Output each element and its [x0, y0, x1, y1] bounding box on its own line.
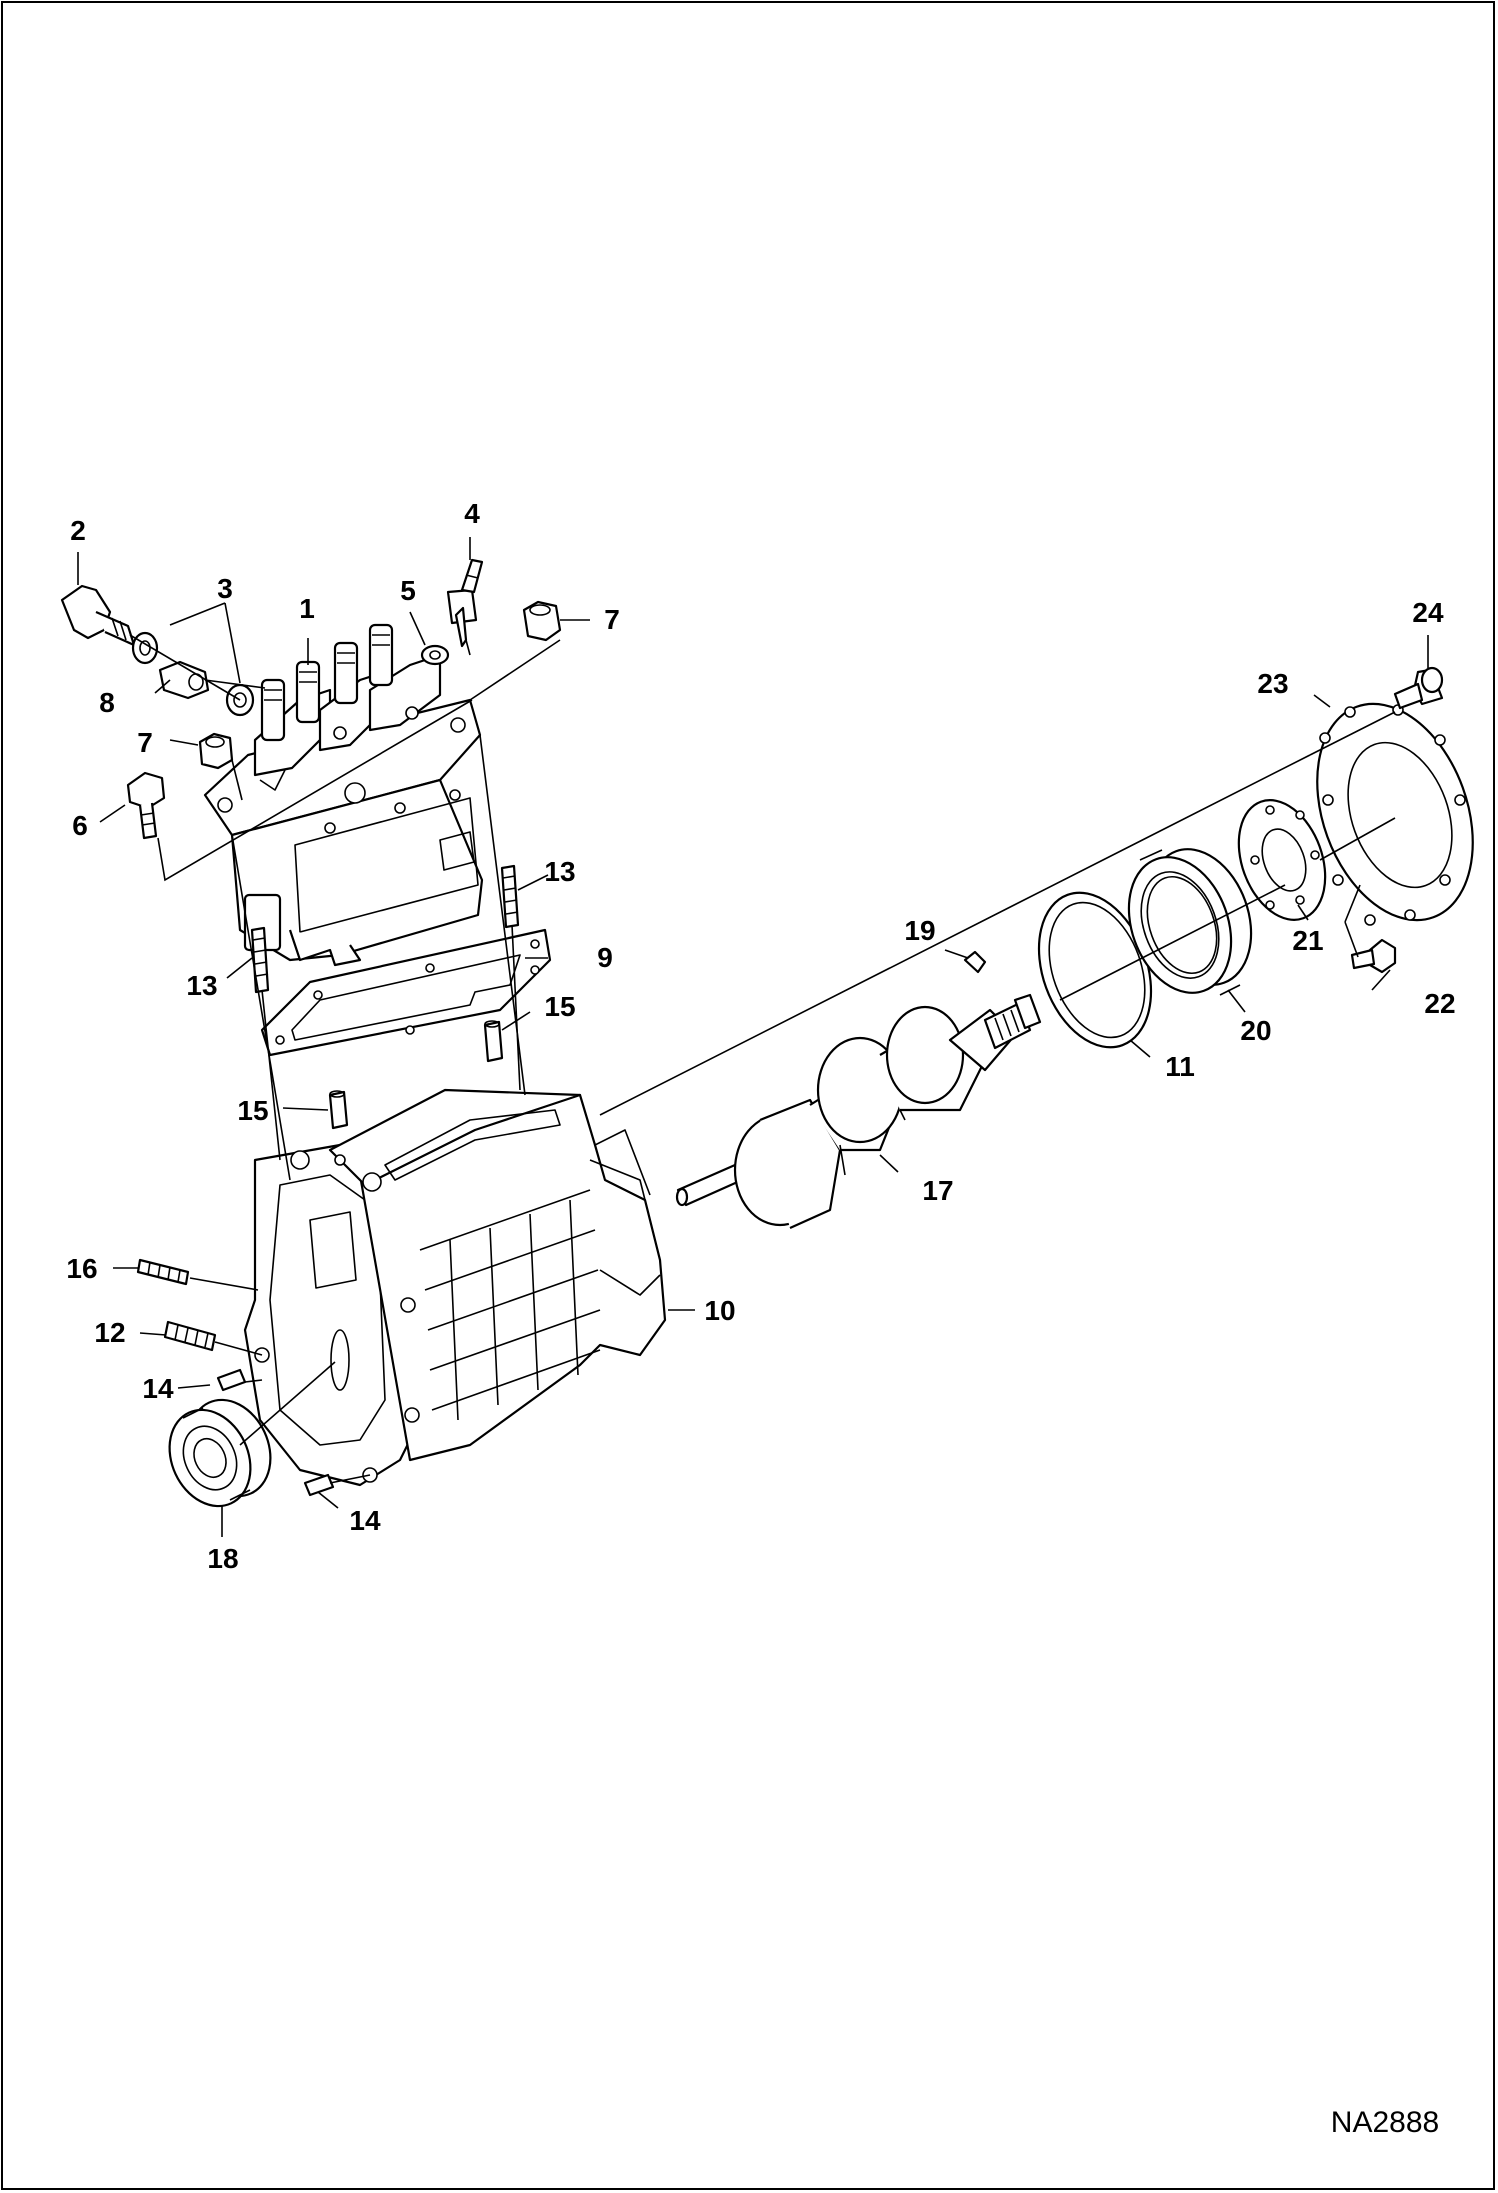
callout-24: 24	[1412, 597, 1444, 628]
stud-left	[250, 926, 270, 994]
callout-7-upper: 7	[604, 604, 620, 635]
callout-7-lower: 7	[137, 727, 153, 758]
callout-15-left: 15	[237, 1095, 268, 1126]
callout-10: 10	[704, 1295, 735, 1326]
callout-16: 16	[66, 1253, 97, 1284]
callout-13-left: 13	[186, 970, 217, 1001]
pin-upper	[216, 1368, 247, 1392]
ball-bearing	[168, 1398, 272, 1508]
woodruff-key	[963, 950, 987, 974]
figure-reference-code: NA2888	[1331, 2106, 1439, 2139]
cover-plate	[1316, 702, 1474, 926]
callout-12: 12	[94, 1317, 125, 1348]
callout-9: 9	[597, 942, 613, 973]
cap-nut-upper	[522, 600, 562, 642]
stud-right	[500, 864, 520, 929]
callout-14-upper: 14	[142, 1373, 174, 1404]
callout-14-lower: 14	[349, 1505, 381, 1536]
callout-3: 3	[217, 573, 233, 604]
callout-11: 11	[1165, 1051, 1195, 1082]
callout-17: 17	[922, 1175, 953, 1206]
callout-20: 20	[1240, 1015, 1271, 1046]
housing-stud-lower	[163, 1320, 217, 1352]
pump-housing	[243, 1088, 667, 1487]
thrust-plate	[1237, 799, 1327, 921]
callout-8: 8	[99, 687, 115, 718]
callout-13-right: 13	[544, 856, 575, 887]
callout-labels: 1 2 3 4 5 6 7 7 8 9 10 11 12 13 13 14 14…	[66, 498, 1455, 2139]
overflow-valve	[446, 558, 484, 648]
callout-4: 4	[464, 498, 480, 529]
housing-stud-upper	[136, 1258, 190, 1286]
injection-pump	[203, 623, 484, 967]
banjo-bolt	[60, 584, 136, 647]
cap-nut-lower	[198, 732, 234, 770]
dowel-pin-left	[328, 1090, 349, 1130]
camshaft	[675, 993, 1042, 1230]
banjo-fitting	[158, 660, 210, 700]
mounting-bolt	[126, 771, 166, 840]
valve-washer	[420, 644, 450, 666]
callout-2: 2	[70, 515, 86, 546]
oil-seal	[1127, 848, 1253, 996]
dowel-pin-right	[483, 1020, 504, 1063]
callout-19: 19	[904, 915, 935, 946]
callout-6: 6	[72, 810, 88, 841]
pump-gasket	[260, 928, 552, 1057]
callout-5: 5	[400, 575, 416, 606]
cover-screw	[1393, 666, 1444, 710]
leader-lines	[77, 537, 1429, 1537]
callout-23: 23	[1257, 668, 1288, 699]
pin-lower	[303, 1473, 335, 1497]
callout-15-right: 15	[544, 991, 575, 1022]
callout-22: 22	[1424, 988, 1455, 1019]
callout-21: 21	[1292, 925, 1323, 956]
callout-1: 1	[299, 593, 315, 624]
callout-18: 18	[207, 1543, 238, 1574]
